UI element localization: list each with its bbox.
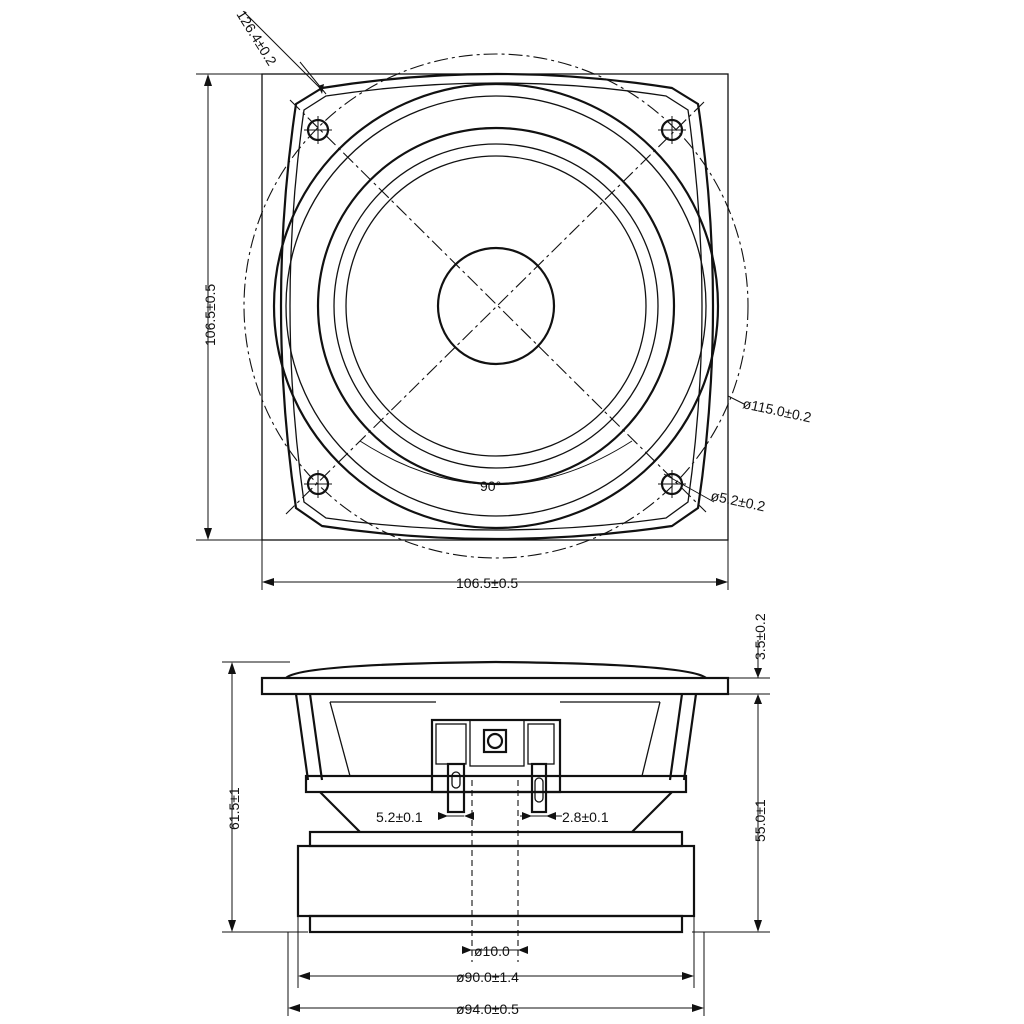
basket-leg-left [294, 693, 324, 781]
vent-label: ø10.0 [474, 943, 510, 959]
terminal-block [430, 718, 562, 814]
dust-cap [436, 246, 556, 366]
hole-dim-label: ø5.2±0.2 [709, 487, 766, 514]
basket-window-left [329, 701, 436, 777]
frame-taper [319, 791, 673, 833]
outer-envelope-circle [243, 53, 749, 559]
side-view: 5.2±0.1 2.8±0.1 3.5±0.2 55.0±1 61.5±1 ø1… [222, 613, 770, 1017]
height-dim-label: 106.5±0.5 [202, 284, 218, 346]
diagonal-dim-line [243, 11, 323, 91]
bottom-plate [308, 914, 684, 934]
diagonal-dim-label: 126.4±0.2 [233, 7, 280, 68]
width-dim-label: 106.5±0.5 [456, 575, 518, 591]
frame-back-label: ø94.0±0.5 [456, 1001, 519, 1017]
magnet-label: ø90.0±1.4 [456, 969, 519, 985]
front-view: 90° 126.4±0.2 ø115.0±0.2 ø5.2±0.2 106.5±… [196, 7, 813, 591]
terminal-right-label: 2.8±0.1 [562, 809, 609, 825]
total-depth-label: 61.5±1 [226, 787, 242, 830]
basket-ring [304, 774, 688, 794]
mounting-holes [304, 116, 686, 498]
angle-label: 90° [480, 478, 501, 494]
flange-box [261, 73, 729, 541]
outer-circle-label: ø115.0±0.2 [741, 395, 813, 425]
gasket [285, 660, 707, 679]
basket-window-right [560, 701, 661, 777]
center-line-diagonal-b [285, 101, 705, 515]
basket-inner-outline [289, 82, 703, 531]
cone-rings [272, 82, 720, 530]
mount-depth-label: 55.0±1 [752, 799, 768, 842]
flange [260, 676, 730, 696]
basket-outline [279, 72, 715, 541]
flange-thickness-label: 3.5±0.2 [752, 613, 768, 660]
center-line-diagonal-a [289, 99, 707, 513]
terminal-left-label: 5.2±0.1 [376, 809, 423, 825]
basket-leg-right [668, 693, 698, 781]
magnet [296, 844, 696, 918]
angle-arc [359, 440, 633, 485]
top-plate [308, 830, 684, 848]
